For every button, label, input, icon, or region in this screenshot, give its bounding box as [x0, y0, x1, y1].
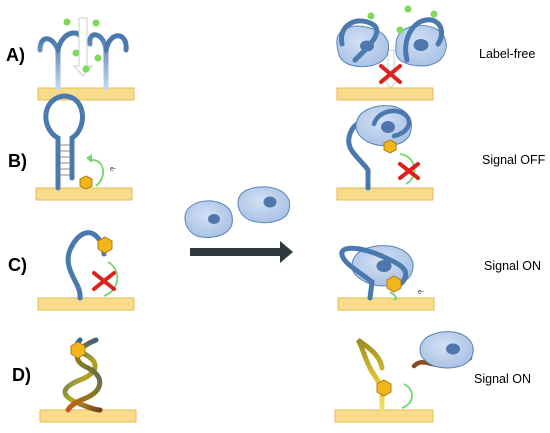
- surface-icon: [334, 409, 434, 423]
- surface-icon: [336, 87, 434, 101]
- molecule-icon: [367, 12, 375, 20]
- electron-mark: e-: [418, 289, 425, 296]
- x-mark-icon: [379, 64, 402, 84]
- signal-label-c: Signal ON: [484, 259, 541, 273]
- row-c-before: [37, 230, 135, 311]
- row-b-after: [336, 105, 434, 201]
- helix-strand-icon: [62, 349, 103, 413]
- x-mark-icon: [92, 271, 116, 291]
- row-d-after: [334, 331, 474, 423]
- surface-icon: [336, 187, 434, 201]
- arrow-icon: [190, 241, 293, 263]
- row-label-b: B): [8, 151, 27, 171]
- molecule-icon: [63, 18, 71, 26]
- row-label-a: A): [6, 45, 25, 65]
- surface-icon: [37, 297, 135, 311]
- molecule-icon: [94, 54, 102, 62]
- signal-arc-icon: [389, 291, 397, 301]
- signal-arc-icon: [89, 159, 104, 187]
- row-label-d: D): [12, 365, 31, 385]
- molecule-icon: [92, 19, 100, 27]
- nucleus-icon: [446, 343, 460, 355]
- aptamer-icon: [403, 17, 444, 63]
- row-b-before: e-: [35, 93, 133, 201]
- redox-label-icon: [383, 139, 397, 154]
- redox-label-icon: [386, 275, 402, 293]
- surface-icon: [39, 409, 137, 423]
- signal-label-b: Signal OFF: [482, 153, 546, 167]
- redox-label-icon: [97, 236, 113, 254]
- surface-icon: [337, 297, 435, 311]
- cell-icon: [237, 186, 291, 224]
- signal-arc-icon: [103, 261, 119, 297]
- molecule-icon: [396, 26, 404, 34]
- molecule-icon: [82, 65, 90, 73]
- nucleus-icon: [381, 121, 395, 133]
- row-label-c: C): [8, 255, 27, 275]
- electron-mark: e-: [110, 166, 117, 173]
- signal-label-a: Label-free: [479, 47, 535, 61]
- molecule-icon: [404, 5, 412, 13]
- row-a-after: [336, 5, 447, 101]
- aptamer-icon: [43, 93, 85, 191]
- surface-icon: [35, 187, 133, 201]
- molecule-icon: [72, 49, 80, 57]
- cell-icon: [184, 200, 233, 238]
- redox-label-icon: [79, 175, 93, 190]
- cell-icon: [419, 331, 474, 369]
- aptamer-icon: [355, 337, 385, 413]
- signal-arc-head: [86, 154, 92, 163]
- aptamer-icon: [339, 18, 380, 63]
- signal-label-d: Signal ON: [474, 372, 531, 386]
- arrow-icon: [382, 49, 400, 89]
- nucleus-icon: [263, 196, 277, 208]
- molecule-icon: [430, 10, 438, 18]
- nucleus-icon: [208, 214, 220, 224]
- aptamer-icon: [371, 108, 412, 139]
- redox-label-icon: [376, 379, 392, 397]
- x-mark-icon: [398, 162, 420, 180]
- signal-arc-icon: [401, 383, 413, 409]
- stem-base-pairs: [60, 144, 70, 176]
- aptamer-icon: [55, 30, 85, 53]
- nucleus-icon: [413, 39, 429, 51]
- nucleus-icon: [376, 260, 392, 272]
- aptamer-icon: [103, 33, 129, 53]
- aptamer-icon: [37, 36, 61, 91]
- redox-label-icon: [70, 341, 86, 359]
- row-c-after: e-: [337, 245, 435, 311]
- row-d-before: [39, 337, 137, 423]
- incoming-cells: [184, 186, 291, 238]
- row-a-before: [37, 17, 135, 101]
